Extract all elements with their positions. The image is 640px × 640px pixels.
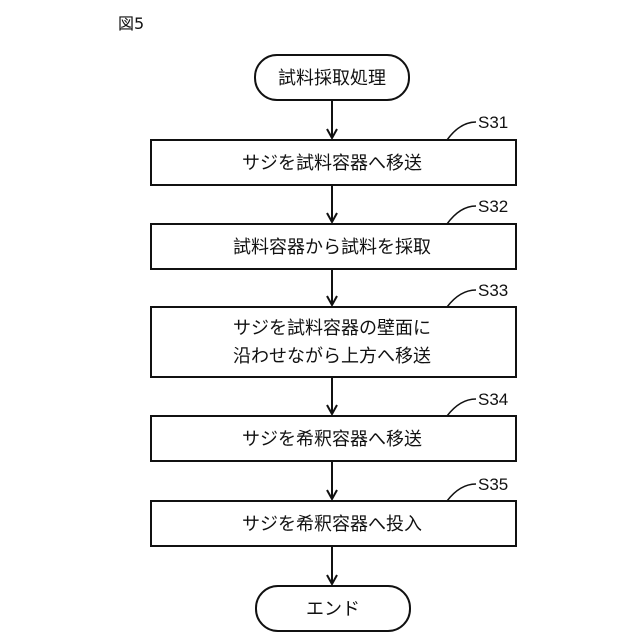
step-s32-id: S32	[478, 197, 508, 216]
end-label: エンド	[306, 599, 360, 620]
step-s35-leader	[447, 484, 476, 501]
step-s32-text: 試料容器から試料を採取	[233, 237, 431, 258]
step-s31-leader	[447, 122, 476, 140]
step-s31-text: サジを試料容器へ移送	[242, 153, 422, 174]
step-s33-leader	[447, 290, 476, 307]
start-label: 試料採取処理	[278, 68, 386, 89]
step-s34-text: サジを希釈容器へ移送	[242, 429, 422, 450]
step-s31-id: S31	[478, 113, 508, 132]
step-s34-leader	[447, 399, 476, 416]
step-s35-id: S35	[478, 475, 508, 494]
step-s33-text-line1: サジを試料容器の壁面に	[233, 318, 431, 339]
step-s35-text: サジを希釈容器へ投入	[242, 514, 422, 535]
step-s32-leader	[447, 206, 476, 224]
step-s33-id: S33	[478, 281, 508, 300]
step-s34-id: S34	[478, 390, 508, 409]
step-s33-text-line2: 沿わせながら上方へ移送	[233, 346, 431, 367]
